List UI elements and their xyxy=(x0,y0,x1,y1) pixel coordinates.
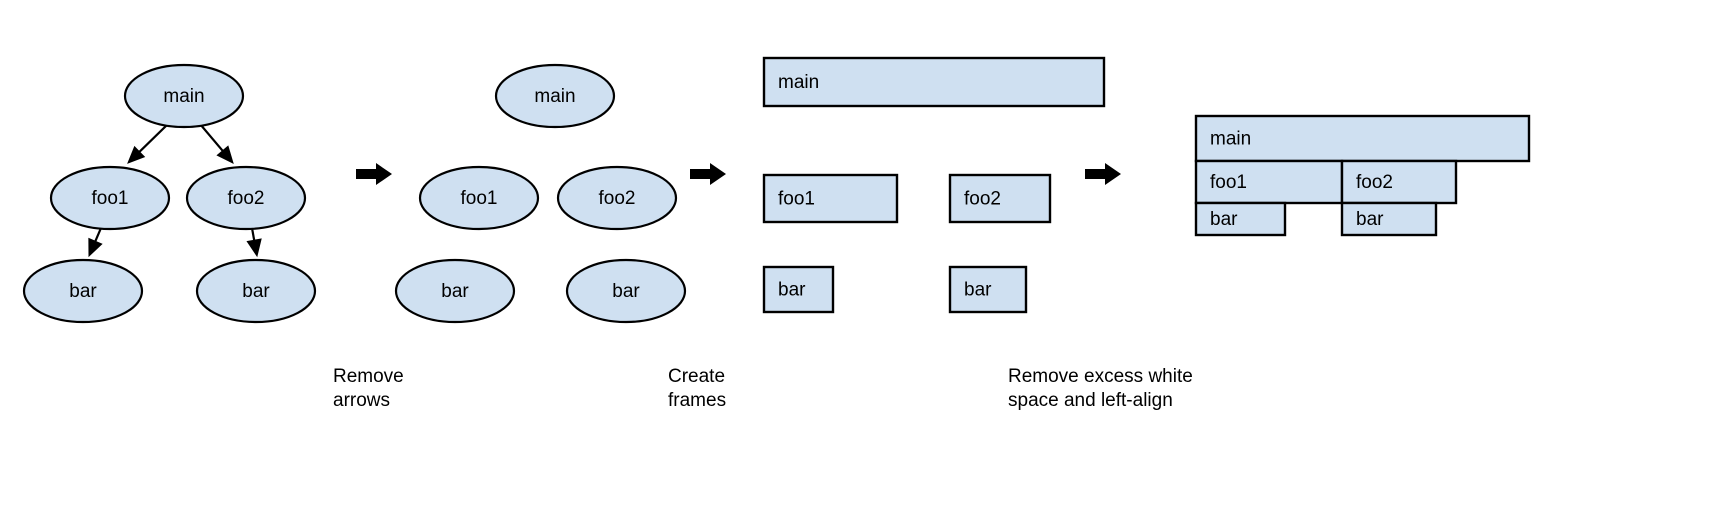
frame-bar-left-label: bar xyxy=(1210,209,1238,230)
node-bar-right: bar xyxy=(195,258,317,324)
frame-main-shape xyxy=(762,56,1106,108)
panel-no-arrows: main foo1 foo2 bar bar xyxy=(394,63,687,324)
frame-foo2-label: foo2 xyxy=(1356,172,1393,193)
node-foo1-label: foo1 xyxy=(461,188,498,209)
node-foo2-label: foo2 xyxy=(228,188,265,209)
node-bar-left-label: bar xyxy=(441,281,469,302)
node-foo2: foo2 xyxy=(556,165,678,231)
frame-bar-right-shape xyxy=(948,265,1028,314)
edge-main-foo2-shaft xyxy=(199,123,224,152)
frame-foo2: foo2 xyxy=(948,173,1052,224)
edge-foo2-bar-shaft xyxy=(250,227,256,241)
frame-foo1-label: foo1 xyxy=(1210,172,1247,193)
node-foo2-label: foo2 xyxy=(599,188,636,209)
frame-main-shape xyxy=(1194,114,1531,163)
edge-main-foo1-arrowhead xyxy=(127,145,146,164)
frame-main-label: main xyxy=(778,72,819,93)
node-bar-right-shape xyxy=(565,258,687,324)
node-foo1: foo1 xyxy=(418,165,540,231)
frame-bar-left: bar xyxy=(1194,201,1287,237)
node-foo1-shape xyxy=(418,165,540,231)
caption-create-frames: Create frames xyxy=(668,366,726,411)
edge-main-foo1 xyxy=(127,123,169,164)
node-main-label: main xyxy=(163,86,204,107)
caption-remove-whitespace-line-1: Remove excess white xyxy=(1008,366,1193,387)
edge-main-foo1-shaft xyxy=(138,123,169,153)
node-main-shape xyxy=(494,63,616,129)
caption-remove-arrows: Remove arrows xyxy=(333,366,404,411)
node-bar-right-shape xyxy=(195,258,317,324)
node-foo2-shape xyxy=(556,165,678,231)
frame-foo2: foo2 xyxy=(1340,159,1458,205)
edge-foo1-bar-arrowhead xyxy=(88,237,103,258)
node-foo2: foo2 xyxy=(185,165,307,231)
edge-foo2-bar xyxy=(246,227,262,258)
caption-remove-arrows-line-1: Remove xyxy=(333,366,404,387)
edge-foo1-bar-shaft xyxy=(94,227,103,242)
caption-remove-whitespace: Remove excess white space and left-align xyxy=(1008,366,1193,411)
frame-main: main xyxy=(1194,114,1531,163)
panel-flame-graph: main foo1 foo2 bar bar xyxy=(1194,114,1531,237)
caption-create-frames-line-1: Create xyxy=(668,366,725,387)
frame-bar-left-label: bar xyxy=(778,280,806,301)
node-main: main xyxy=(494,63,616,129)
frame-bar-right: bar xyxy=(948,265,1028,314)
node-bar-left-label: bar xyxy=(69,281,97,302)
frame-foo2-label: foo2 xyxy=(964,189,1001,210)
frame-bar-right-shape xyxy=(1340,201,1438,237)
caption-remove-whitespace-line-2: space and left-align xyxy=(1008,390,1173,411)
caption-create-frames-line-2: frames xyxy=(668,390,726,411)
node-foo1-shape xyxy=(49,165,171,231)
frame-main-label: main xyxy=(1210,129,1251,150)
frame-foo2-shape xyxy=(948,173,1052,224)
stage-arrow-1 xyxy=(356,163,392,185)
edge-main-foo2-arrowhead xyxy=(216,145,234,164)
node-bar-left-shape xyxy=(22,258,144,324)
frame-foo2-shape xyxy=(1340,159,1458,205)
node-bar-right: bar xyxy=(565,258,687,324)
frame-foo1: foo1 xyxy=(1194,159,1344,205)
edge-foo1-bar xyxy=(88,227,103,258)
node-main-shape xyxy=(123,63,245,129)
node-foo2-shape xyxy=(185,165,307,231)
panel-frames: main foo1 foo2 bar bar xyxy=(762,56,1106,314)
node-bar-left-shape xyxy=(394,258,516,324)
node-bar-right-label: bar xyxy=(242,281,270,302)
caption-remove-arrows-line-2: arrows xyxy=(333,390,390,411)
panel-call-graph: main foo1 foo2 bar bar xyxy=(22,63,317,324)
frame-bar-left: bar xyxy=(762,265,835,314)
frame-bar-right: bar xyxy=(1340,201,1438,237)
node-foo1-label: foo1 xyxy=(92,188,129,209)
frame-bar-left-shape xyxy=(1194,201,1287,237)
frame-bar-right-label: bar xyxy=(1356,209,1384,230)
stage-arrow-3 xyxy=(1085,163,1121,185)
node-main-label: main xyxy=(534,86,575,107)
frame-foo1-shape xyxy=(762,173,899,224)
frame-main: main xyxy=(762,56,1106,108)
node-bar-left: bar xyxy=(394,258,516,324)
edge-main-foo2 xyxy=(199,123,234,164)
node-bar-right-label: bar xyxy=(612,281,640,302)
frame-foo1: foo1 xyxy=(762,173,899,224)
stage-arrow-2 xyxy=(690,163,726,185)
node-main: main xyxy=(123,63,245,129)
frame-bar-right-label: bar xyxy=(964,280,992,301)
frame-foo1-label: foo1 xyxy=(778,189,815,210)
node-foo1: foo1 xyxy=(49,165,171,231)
frame-bar-left-shape xyxy=(762,265,835,314)
node-bar-left: bar xyxy=(22,258,144,324)
edge-foo2-bar-arrowhead xyxy=(246,238,262,258)
